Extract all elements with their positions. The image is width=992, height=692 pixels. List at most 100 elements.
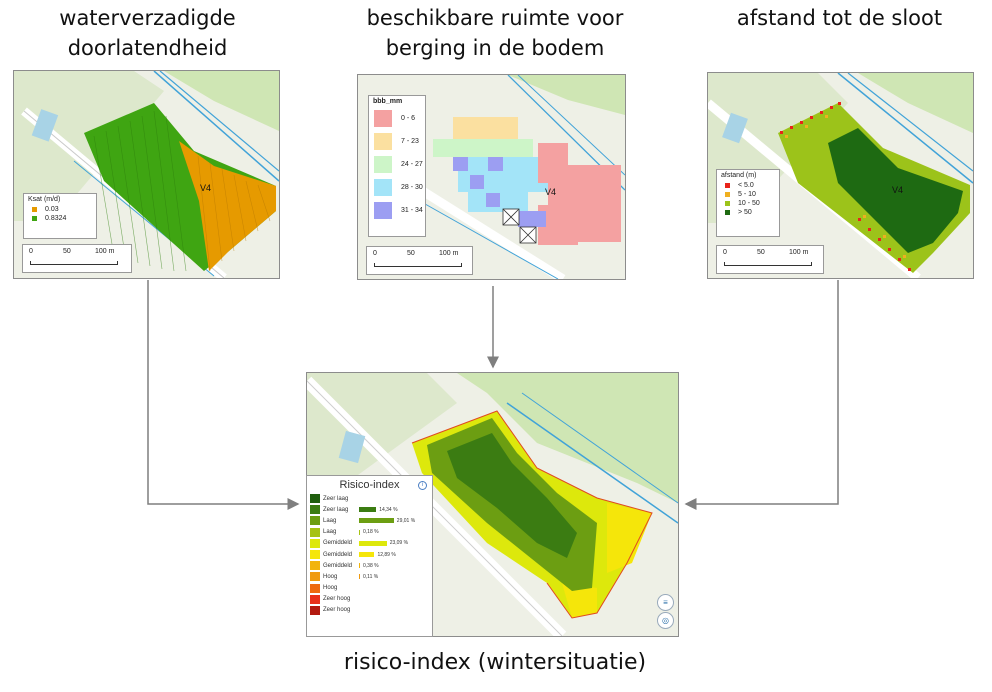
pct-label: 14,34 % (379, 506, 398, 513)
scalebar-ksat: 0 50 100 m (22, 244, 132, 273)
legend-label: 5 - 10 (738, 191, 756, 198)
pct-label: 0,18 % (363, 529, 379, 536)
legend-label: Zeer hoog (323, 607, 351, 614)
scalebar-bbb: 0 50 100 m (366, 246, 473, 275)
info-icon[interactable]: i (418, 481, 427, 490)
legend-afstand-item: < 5.0 (725, 181, 779, 190)
map-afstand: V4 afstand (m) < 5.0 5 - 10 10 - 50 > 50… (707, 72, 974, 279)
swatch (374, 202, 392, 219)
swatch (32, 207, 37, 212)
pct-label: 23,09 % (389, 540, 409, 547)
legend-label: 28 - 30 (401, 184, 423, 191)
legend-label: Hoog (323, 585, 338, 592)
pct-label: 29,01 % (396, 517, 416, 524)
swatch (310, 538, 320, 548)
legend-label: 31 - 34 (401, 207, 423, 214)
connector-right (684, 280, 839, 510)
pct-bar (359, 540, 387, 546)
legend-afstand-title: afstand (m) (721, 172, 757, 179)
map-bbb: V4 bbb_mm 0 - 6 7 - 23 24 - 27 28 - 30 3… (357, 74, 626, 280)
title-ksat-line2: doorlatendheid (67, 36, 228, 60)
swatch (725, 201, 730, 206)
title-bbb-line1: beschikbare ruimte voor (366, 6, 624, 30)
swatch (310, 494, 320, 504)
swatch (725, 210, 730, 215)
layers-icon[interactable]: ≡ (657, 594, 674, 611)
legend-ksat-item: 0.03 (32, 205, 96, 214)
legend-bbb-item: 24 - 27 (374, 153, 425, 176)
scale-tick: 100 m (789, 249, 809, 256)
legend-label: Laag (323, 529, 337, 536)
legend-bbb-item: 7 - 23 (374, 130, 425, 153)
legend-risico-item: Zeer hoog (307, 605, 432, 616)
swatch (310, 516, 320, 526)
title-bbb: beschikbare ruimte voor berging in de bo… (355, 3, 635, 63)
legend-bbb-item: 28 - 30 (374, 176, 425, 199)
legend-risico-title: Risico-index (307, 479, 432, 493)
legend-label: 7 - 23 (401, 138, 419, 145)
legend-ksat-item: 0.8324 (32, 214, 96, 223)
legend-label: Zeer hoog (323, 596, 351, 603)
legend-risico-item: Zeer laag 14,34 % (307, 504, 432, 515)
parcel-label-ksat: V4 (200, 183, 212, 193)
legend-risico-title-text: Risico-index (339, 479, 400, 491)
scalebar-afstand: 0 50 100 m (716, 245, 824, 274)
swatch (374, 110, 392, 127)
scale-tick: 100 m (95, 248, 115, 255)
parcel-label-afstand: V4 (892, 185, 904, 195)
pct-bar (359, 518, 394, 524)
legend-ksat: Ksat (m/d) 0.03 0.8324 (23, 193, 97, 239)
legend-risico-item: Hoog (307, 583, 432, 594)
legend-label: 10 - 50 (738, 200, 760, 207)
swatch (725, 192, 730, 197)
legend-label: 0.8324 (45, 215, 67, 222)
scale-line (30, 261, 118, 265)
swatch (310, 605, 320, 615)
pct-bar (359, 507, 377, 513)
pct-label: 12,89 % (377, 551, 396, 558)
connector-left (147, 280, 300, 510)
scale-tick: 50 (407, 250, 415, 257)
scale-tick: 50 (63, 248, 71, 255)
legend-risico-item: Laag 0,18 % (307, 527, 432, 538)
legend-label: < 5.0 (738, 182, 754, 189)
legend-afstand-item: 5 - 10 (725, 190, 779, 199)
legend-risico-item: Gemiddeld 23,09 % (307, 538, 432, 549)
parcel-label-bbb: V4 (545, 187, 557, 197)
legend-label: Gemiddeld (323, 540, 353, 547)
legend-bbb-title: bbb_mm (373, 98, 403, 105)
legend-label: 24 - 27 (401, 161, 423, 168)
legend-afstand-item: 10 - 50 (725, 199, 779, 208)
pct-label: 0,11 % (363, 573, 379, 580)
swatch (310, 583, 320, 593)
swatch (310, 550, 320, 560)
swatch (374, 156, 392, 173)
legend-label: Zeer laag (323, 495, 349, 502)
title-risico: risico-index (wintersituatie) (343, 650, 647, 675)
swatch (310, 572, 320, 582)
swatch (310, 594, 320, 604)
swatch (32, 216, 37, 221)
scale-tick: 0 (723, 249, 727, 256)
locate-icon[interactable]: ◎ (657, 612, 674, 629)
legend-label: Zeer laag (323, 506, 349, 513)
scale-tick: 50 (757, 249, 765, 256)
title-afstand: afstand tot de sloot (736, 6, 943, 30)
scale-tick: 100 m (439, 250, 459, 257)
legend-bbb-item: 0 - 6 (374, 107, 425, 130)
scale-tick: 0 (373, 250, 377, 257)
legend-label: Gemiddeld (323, 562, 353, 569)
swatch (310, 527, 320, 537)
map-ksat: V4 Ksat (m/d) 0.03 0.8324 0 50 100 m (13, 70, 280, 279)
map-ksat-canvas (14, 71, 279, 278)
legend-risico-item: Zeer laag (307, 493, 432, 504)
legend-bbb: bbb_mm 0 - 6 7 - 23 24 - 27 28 - 30 31 -… (368, 95, 426, 237)
legend-afstand-item: > 50 (725, 208, 779, 217)
